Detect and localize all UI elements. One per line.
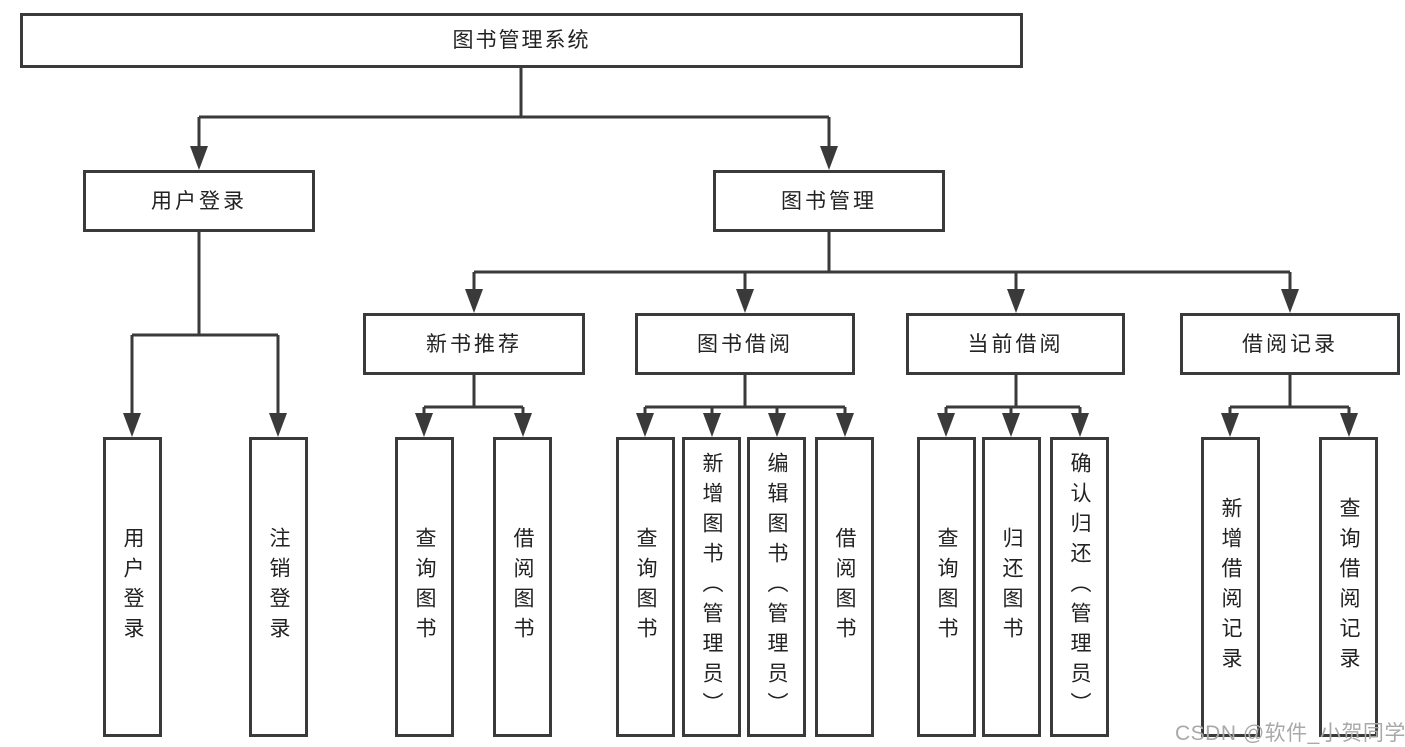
leaf-query-book-borrow: 查询图书	[616, 437, 675, 737]
node-borrowing-records: 借阅记录	[1180, 313, 1400, 375]
node-current-borrowing-label: 当前借阅	[967, 332, 1064, 356]
leaf-query-book-recommend-label: 查询图书	[413, 527, 436, 647]
leaf-query-borrow-record-label: 查询借阅记录	[1337, 497, 1360, 677]
node-borrowing-records-label: 借阅记录	[1242, 332, 1338, 356]
leaf-edit-book-admin-label: 编辑图书（管理员）	[765, 452, 788, 722]
leaf-logout-label: 注销登录	[267, 527, 290, 647]
node-current-borrowing: 当前借阅	[906, 313, 1125, 375]
leaf-query-book-recommend: 查询图书	[395, 437, 454, 737]
leaf-return-book-label: 归还图书	[1000, 527, 1023, 647]
node-user-login-label: 用户登录	[151, 189, 247, 213]
leaf-borrow-book-recommend: 借阅图书	[493, 437, 552, 737]
leaf-confirm-return-admin-label: 确认归还（管理员）	[1068, 452, 1091, 722]
csdn-watermark: CSDN @软件_小贺同学	[1175, 722, 1405, 745]
tree-edges	[130, 68, 1351, 421]
arrowheads	[123, 146, 1358, 437]
leaf-borrow-book-label: 借阅图书	[833, 527, 856, 647]
leaf-borrow-book: 借阅图书	[815, 437, 874, 737]
leaf-query-book-borrow-label: 查询图书	[634, 527, 657, 647]
leaf-borrow-book-recommend-label: 借阅图书	[511, 527, 534, 647]
leaf-add-borrow-record-label: 新增借阅记录	[1219, 497, 1242, 677]
leaf-logout: 注销登录	[249, 437, 308, 737]
leaf-query-book-current: 查询图书	[917, 437, 976, 737]
node-book-borrowing: 图书借阅	[635, 313, 855, 375]
node-new-book-recommendation-label: 新书推荐	[426, 332, 522, 356]
leaf-query-borrow-record: 查询借阅记录	[1319, 437, 1378, 737]
node-new-book-recommendation: 新书推荐	[363, 313, 585, 375]
leaf-add-book-admin: 新增图书（管理员）	[682, 437, 741, 737]
leaf-user-login-label: 用户登录	[121, 527, 144, 647]
leaf-confirm-return-admin: 确认归还（管理员）	[1050, 437, 1109, 737]
leaf-add-book-admin-label: 新增图书（管理员）	[700, 452, 723, 722]
leaf-user-login: 用户登录	[103, 437, 162, 737]
node-book-management-label: 图书管理	[781, 189, 877, 213]
node-root-label: 图书管理系统	[452, 29, 591, 52]
node-book-management: 图书管理	[713, 170, 945, 232]
leaf-return-book: 归还图书	[982, 437, 1041, 737]
node-user-login: 用户登录	[83, 170, 315, 232]
leaf-edit-book-admin: 编辑图书（管理员）	[747, 437, 806, 737]
leaf-add-borrow-record: 新增借阅记录	[1201, 437, 1260, 737]
node-root-system: 图书管理系统	[20, 13, 1023, 68]
node-book-borrowing-label: 图书借阅	[697, 332, 793, 356]
leaf-query-book-current-label: 查询图书	[935, 527, 958, 647]
